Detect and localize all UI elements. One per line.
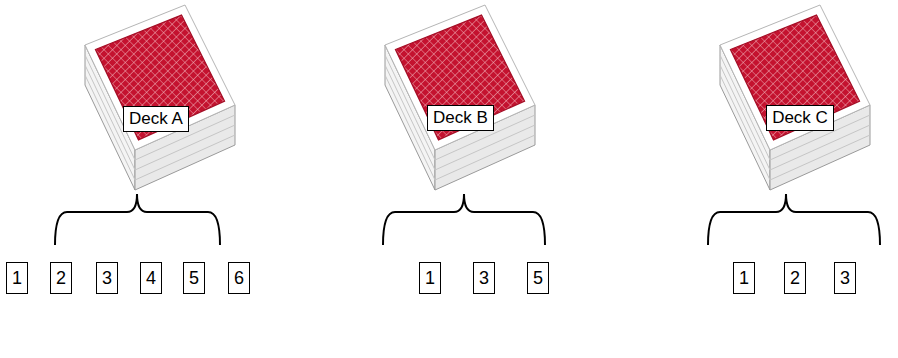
deck-label: Deck B <box>427 105 494 131</box>
card-number: 1 <box>12 268 22 289</box>
number-card: 3 <box>473 262 495 294</box>
number-card: 2 <box>50 262 72 294</box>
card-number: 6 <box>234 268 244 289</box>
card-number: 2 <box>790 268 800 289</box>
card-number: 3 <box>479 268 489 289</box>
deck-name: Deck A <box>129 109 183 129</box>
deck-label: Deck C <box>766 105 834 131</box>
card-number: 5 <box>189 268 199 289</box>
card-number: 3 <box>102 268 112 289</box>
card-number: 4 <box>146 268 156 289</box>
card-deck <box>385 5 535 190</box>
number-card: 6 <box>228 262 250 294</box>
card-deck <box>85 5 235 190</box>
deck-label: Deck A <box>123 106 189 132</box>
card-number: 3 <box>840 268 850 289</box>
card-number: 2 <box>56 268 66 289</box>
card-number: 5 <box>533 268 543 289</box>
deck-name: Deck B <box>433 108 488 128</box>
number-card: 1 <box>419 262 441 294</box>
card-number: 1 <box>425 268 435 289</box>
card-deck <box>720 5 870 190</box>
number-card: 3 <box>834 262 856 294</box>
card-number: 1 <box>739 268 749 289</box>
number-card: 5 <box>527 262 549 294</box>
bracket <box>55 194 220 245</box>
bracket <box>383 194 545 245</box>
number-card: 1 <box>733 262 755 294</box>
bracket <box>708 194 880 245</box>
number-card: 4 <box>140 262 162 294</box>
number-card: 2 <box>784 262 806 294</box>
deck-name: Deck C <box>772 108 828 128</box>
number-card: 3 <box>96 262 118 294</box>
number-card: 5 <box>183 262 205 294</box>
number-card: 1 <box>6 262 28 294</box>
